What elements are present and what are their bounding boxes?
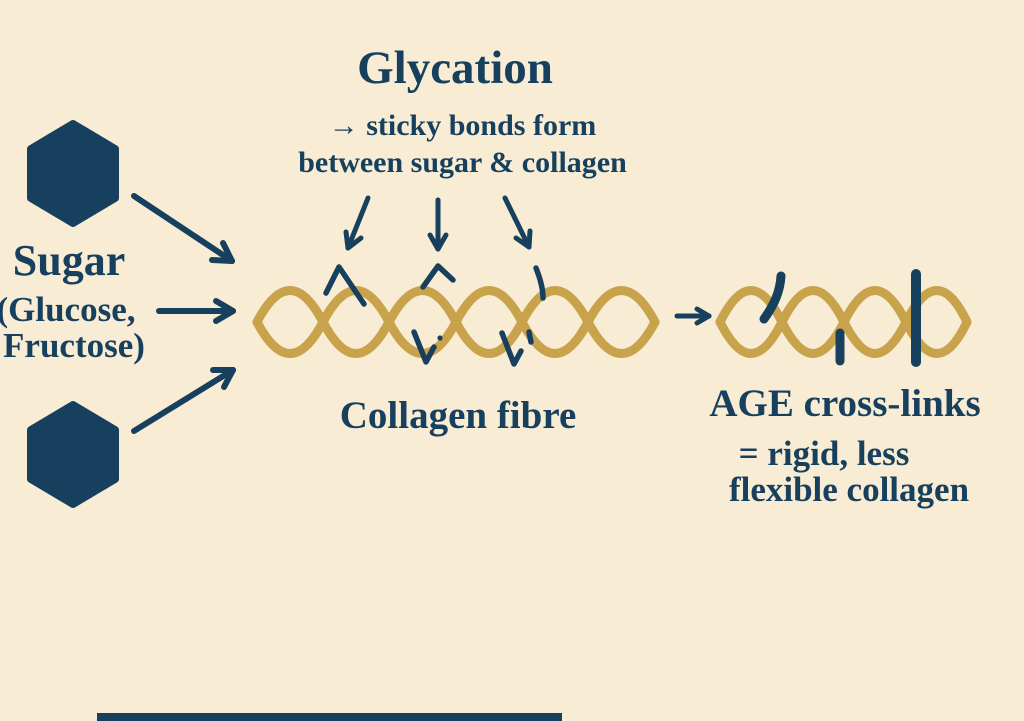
sugar-to-fibre-arrow-middle [156, 298, 236, 324]
collagen-fibre-rope [252, 286, 660, 358]
sticky-bond-marks-icon [323, 263, 546, 367]
sugar-to-fibre-arrow-bottom [131, 367, 236, 434]
glycation-pointer-arrow-right [502, 195, 533, 250]
bottom-accent-bar [97, 713, 562, 721]
sugar-sublabel-line-2: Fructose) [3, 326, 145, 365]
collagen-fibre-label: Collagen fibre [339, 394, 577, 437]
crosslinked-collagen-rope [715, 286, 972, 358]
glycation-pointer-arrow-left [343, 195, 371, 251]
sugar-hexagon-bottom-icon [27, 401, 119, 508]
sugar-hexagon-top-icon [27, 120, 119, 227]
sugar-to-fibre-arrow-top [131, 193, 235, 264]
age-sublabel-line-2: flexible collagen [728, 470, 970, 509]
sugar-label: Sugar [12, 236, 126, 285]
diagram-title: Glycation [357, 42, 553, 94]
age-crosslinks-label: AGE cross-links [709, 382, 981, 425]
transform-arrow-icon [674, 306, 712, 326]
age-crosslink-marks-icon [759, 269, 921, 367]
glycation-pointer-arrow-middle [427, 197, 449, 252]
subtitle-line-2: between sugar & collagen [298, 146, 627, 179]
sugar-sublabel-line-1: (Glucose, [0, 290, 136, 329]
subtitle-line-1: → sticky bonds form [328, 109, 597, 142]
age-sublabel-line-1: = rigid, less [738, 434, 910, 473]
